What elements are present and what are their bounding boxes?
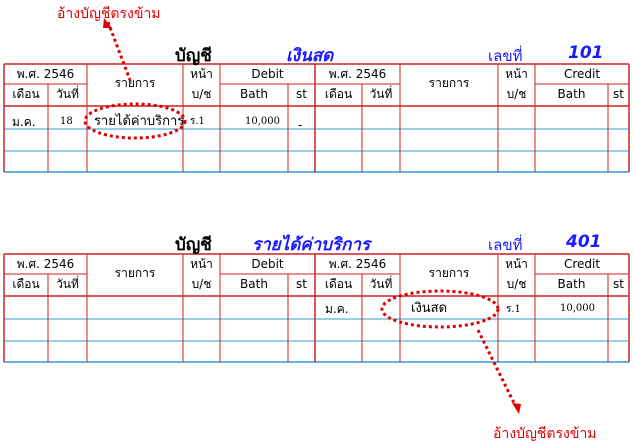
account-label: บัญชี bbox=[175, 46, 212, 66]
callout-arrow-bottom bbox=[476, 329, 517, 406]
entry-description: รายได้ค่าบริการ bbox=[94, 114, 185, 129]
ledger-table-service-revenue bbox=[3, 253, 630, 363]
header-description: รายการ bbox=[428, 76, 470, 90]
callout-opposite-account-top: อ้างบัญชีตรงข้าม bbox=[57, 6, 161, 22]
account-number-label: เลขที่ bbox=[488, 236, 523, 254]
header-year: พ.ศ. 2546 bbox=[328, 257, 387, 271]
header-baht: Bath bbox=[240, 87, 268, 101]
header-year: พ.ศ. 2546 bbox=[16, 257, 75, 271]
header-month: เดือน bbox=[12, 87, 40, 101]
header-day: วันที่ bbox=[369, 277, 393, 291]
entry-description: เงินสด bbox=[411, 301, 448, 316]
account-number-label: เลขที่ bbox=[488, 47, 523, 65]
callout-opposite-account-bottom: อ้างบัญชีตรงข้าม bbox=[493, 426, 597, 442]
header-month: เดือน bbox=[324, 87, 353, 101]
header-description: รายการ bbox=[114, 76, 156, 90]
header-page-ref: บ/ช bbox=[191, 87, 212, 101]
header-page-ref: บ/ช bbox=[506, 87, 527, 101]
entry-month: ม.ค. bbox=[325, 302, 349, 316]
header-credit: Credit bbox=[563, 257, 601, 271]
header-satang: st bbox=[613, 87, 624, 101]
entry-ref: ร.1 bbox=[506, 304, 521, 315]
header-month: เดือน bbox=[12, 277, 40, 291]
header-page: หน้า bbox=[190, 257, 213, 271]
header-month: เดือน bbox=[324, 277, 353, 291]
header-page-ref: บ/ช bbox=[506, 277, 527, 291]
header-description: รายการ bbox=[428, 266, 470, 280]
highlight-ellipse-bottom bbox=[380, 289, 500, 329]
header-satang: st bbox=[613, 277, 624, 291]
header-page: หน้า bbox=[190, 67, 213, 81]
highlight-ellipse-top bbox=[83, 102, 187, 140]
account-name: เงินสด bbox=[286, 46, 334, 66]
header-page: หน้า bbox=[505, 67, 528, 81]
entry-month: ม.ค. bbox=[12, 115, 36, 129]
header-baht: Bath bbox=[557, 277, 586, 291]
account-number: 401 bbox=[566, 232, 602, 252]
callout-arrow-top bbox=[106, 21, 132, 81]
arrowhead-bottom-icon bbox=[512, 403, 521, 414]
header-day: วันที่ bbox=[369, 87, 393, 101]
arrowhead-top-icon bbox=[103, 18, 112, 28]
header-satang: st bbox=[296, 277, 307, 291]
header-credit: Credit bbox=[563, 67, 601, 81]
header-baht: Bath bbox=[240, 277, 268, 291]
header-day: วันที่ bbox=[56, 87, 79, 101]
entry-amount: 10,000 bbox=[560, 303, 595, 314]
header-year: พ.ศ. 2546 bbox=[328, 67, 387, 81]
header-page-ref: บ/ช bbox=[191, 277, 212, 291]
header-year: พ.ศ. 2546 bbox=[16, 67, 75, 81]
header-debit: Debit bbox=[251, 67, 284, 81]
header-day: วันที่ bbox=[56, 277, 79, 291]
account-name: รายได้ค่าบริการ bbox=[252, 235, 371, 255]
entry-satang: - bbox=[298, 118, 303, 132]
header-description: รายการ bbox=[114, 266, 156, 280]
entry-amount: 10,000 bbox=[245, 116, 280, 127]
entry-day: 18 bbox=[60, 116, 73, 127]
header-baht: Bath bbox=[557, 87, 586, 101]
header-debit: Debit bbox=[251, 257, 284, 271]
account-number: 101 bbox=[568, 43, 604, 63]
header-satang: st bbox=[296, 87, 307, 101]
account-label: บัญชี bbox=[175, 235, 212, 255]
header-page: หน้า bbox=[505, 257, 528, 271]
entry-ref: ร.1 bbox=[190, 116, 205, 127]
